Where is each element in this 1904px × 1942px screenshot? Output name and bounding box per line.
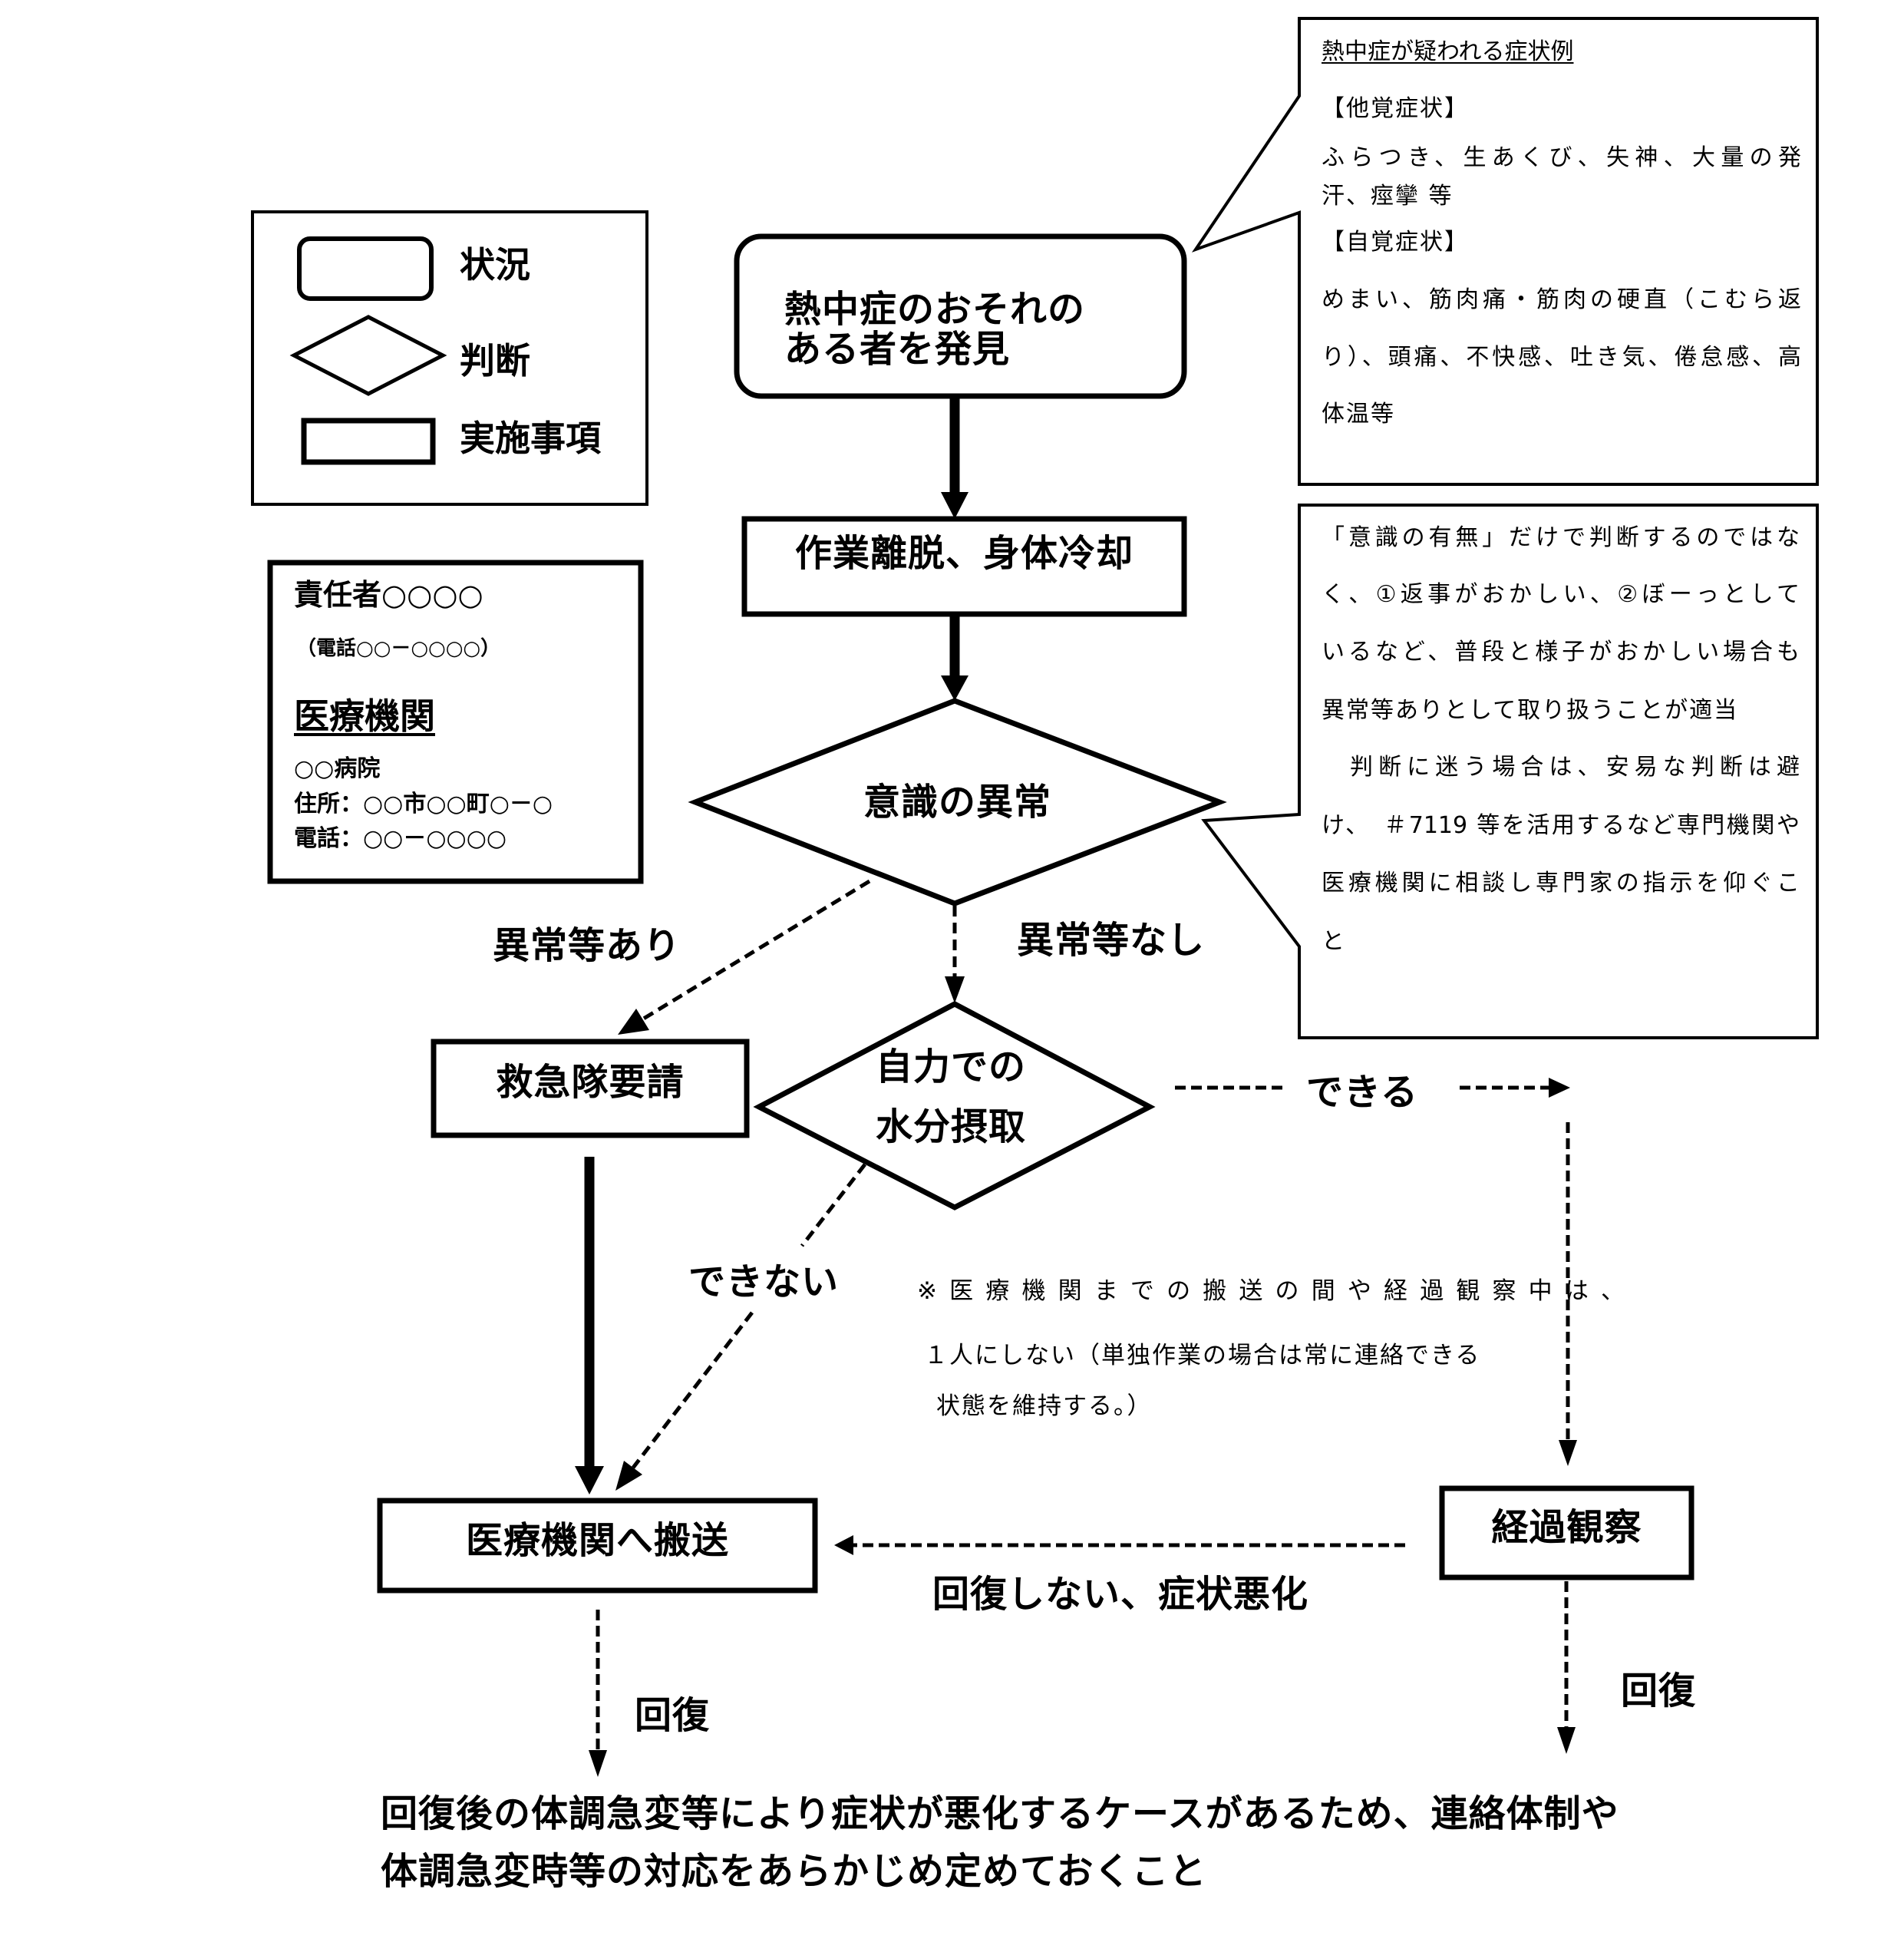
callout-judgement-line: 異常等ありとして取り扱うことが適当 [1322,697,1739,724]
callout-judgement-line: け、 ＃7119 等を活用するなど専門機関や [1322,812,1800,839]
callout-subjective-line: 体温等 [1322,401,1395,428]
contact-address: 住所：○○市○○町○－○ [294,791,553,817]
arrow-cooling-to-consciousness [941,614,968,701]
hydration-decision-text: 自力での 水分摂取 [759,1049,1143,1168]
arrow-cannot [615,1163,866,1491]
note-line: ※医療機関までの搬送の間や経過観察中は、 [917,1277,1625,1305]
callout-symptoms-box [1191,17,1819,486]
start-node-line: 熱中症のおそれの [784,288,1086,331]
start-node-box [734,233,1187,399]
contact-responsible: 責任者○○○○ [294,578,483,612]
arrow-not-recovered [834,1535,1405,1555]
contact-phone: 電話：○○－○○○○ [294,825,507,852]
arrow-can-down [1559,1122,1577,1466]
contact-hospital: ○○病院 [294,755,381,782]
cooling-node-label: 作業離脱、身体冷却 [794,532,1133,575]
callout-objective-line: ふらつき、生あくび、失神、大量の発 [1322,144,1801,171]
arrow-normal [945,906,965,1003]
contact-responsible-phone: （電話○○－○○○○） [296,637,501,660]
callout-subjective-line: めまい、筋肉痛・筋肉の硬直（こむら返 [1322,286,1801,313]
arrow-recovered-right [1557,1581,1576,1754]
arrowhead-icon [941,492,968,519]
arrowhead-icon [589,1750,607,1777]
legend-action-shape [301,418,436,465]
arrowhead-icon [1549,1078,1570,1098]
callout-subjective-line: り）、頭痛、不快感、吐き気、倦怠感、高 [1322,344,1801,371]
hydration-decision-line: 水分摂取 [875,1105,1026,1148]
arrowhead-icon [575,1466,604,1494]
callout-objective-heading: 【他覚症状】 [1322,95,1469,122]
note-line: １人にしない（単独作業の場合は常に連絡できる [924,1342,1481,1369]
legend-label-situation: 状況 [460,244,530,286]
callout-objective-line: 汗、痙攣 等 [1322,183,1454,210]
callout-symptoms-title: 熱中症が疑われる症状例 [1322,38,1574,65]
consciousness-decision-label: 意識の異常 [863,781,1051,824]
edge-label-not-recovered: 回復しない、症状悪化 [932,1573,1309,1616]
hydration-decision-line: 自力での [875,1045,1026,1088]
arrowhead-icon [941,675,968,701]
contact-medical-heading: 医療機関 [294,695,435,737]
edge-label-can: できる [1306,1071,1419,1114]
observation-node-box [1439,1485,1694,1580]
note-line: 状態を維持する。） [936,1392,1153,1420]
arrowhead-icon [618,1009,649,1035]
callout-judgement-line: と [1322,928,1346,955]
edge-label-cannot: できない [688,1260,840,1303]
arrow-abnormal [618,879,871,1035]
arrow-ambulance-to-transport [575,1157,604,1494]
arrow-can [1175,1078,1570,1098]
callout-judgement-line: 判断に迷う場合は、安易な判断は避 [1322,754,1800,781]
legend-label-action: 実施事項 [460,418,601,459]
footer-line: 回復後の体調急変等により症状が悪化するケースがあるため、連絡体制や [381,1792,1619,1835]
legend-situation-shape [297,236,434,301]
arrow-start-to-cooling [941,396,968,519]
callout-subjective-heading: 【自覚症状】 [1322,229,1469,256]
callout-judgement-line: く、①返事がおかしい、②ぼーっとして [1322,581,1800,608]
observation-node-label: 経過観察 [1491,1506,1642,1549]
edge-label-recovered-left: 回復 [635,1694,711,1737]
arrow-cannot-line-upper [800,1163,866,1247]
edge-label-recovered-right: 回復 [1621,1670,1697,1712]
ambulance-node-box [431,1039,750,1138]
arrowhead-icon [1557,1727,1576,1754]
legend-decision-shape [289,315,447,396]
legend-label-decision: 判断 [460,340,530,381]
callout-judgement-line: 「意識の有無」だけで判断するのではな [1322,524,1800,551]
arrow-abnormal-line [641,879,871,1022]
ambulance-node-label: 救急隊要請 [496,1061,685,1104]
cooling-node-box [741,516,1187,617]
start-node-text: 熱中症のおそれの ある者を発見 [784,291,1085,371]
edge-label-normal: 異常等なし [1017,919,1206,962]
callout-judgement-line: 医療機関に相談し専門家の指示を仰ぐこ [1322,870,1800,897]
arrow-recovered-left [589,1610,607,1777]
arrowhead-icon [1559,1440,1577,1466]
hydration-decision-diamond [753,1001,1156,1210]
transport-node-label: 医療機関へ搬送 [465,1519,729,1562]
edge-label-abnormal: 異常等あり [493,924,681,967]
callout-judgement-line: いるなど、普段と様子がおかしい場合も [1322,639,1800,665]
footer-line: 体調急変時等の対応をあらかじめ定めておくこと [381,1850,1207,1893]
arrowhead-icon [945,976,965,1003]
transport-node-box [377,1498,818,1594]
callout-judgement-box [1201,504,1819,1039]
consciousness-decision-diamond [688,698,1227,907]
arrow-cannot-line-lower [632,1311,754,1469]
start-node-line: ある者を発見 [784,328,1011,371]
arrowhead-icon [615,1461,642,1491]
contact-box [267,560,644,884]
arrowhead-icon [834,1535,853,1555]
